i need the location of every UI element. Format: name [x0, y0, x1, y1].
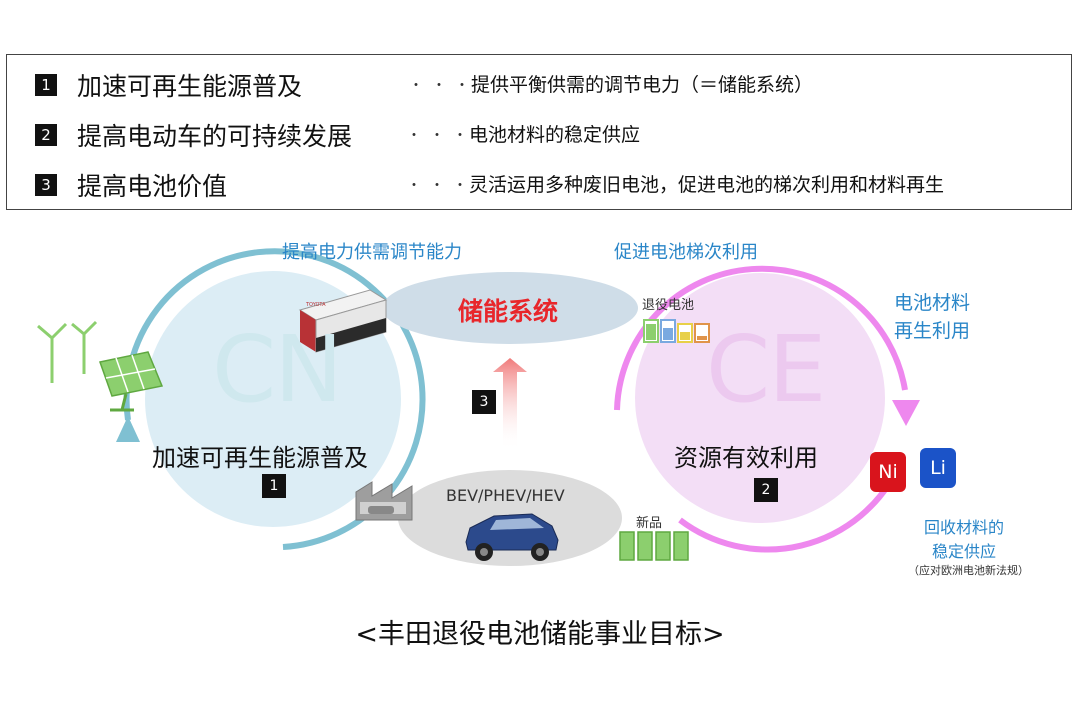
vehicles-label: BEV/PHEV/HEV	[446, 486, 565, 505]
goal-desc-3: 灵活运用多种废旧电池，促进电池的梯次利用和材料再生	[469, 174, 945, 196]
cn-number-1: 1	[262, 474, 286, 498]
nickel-element-icon: Ni	[870, 452, 906, 492]
cn-cycle-arrowhead	[116, 416, 140, 442]
energy-storage-unit-icon	[298, 289, 388, 353]
ce-cycle-ring-bottom	[678, 466, 901, 553]
ce-number-2: 2	[754, 478, 778, 502]
figure-caption: <丰田退役电池储能事业目标>	[355, 619, 725, 650]
goal-title-1: 加速可再生能源普及	[77, 72, 303, 101]
goal-title-3: 提高电池价值	[77, 172, 228, 201]
suv-car-icon	[465, 513, 559, 561]
toyota-brand-mark: TOYOTA	[306, 302, 326, 308]
goals-box: 1 加速可再生能源普及 ・・・ 提供平衡供需的调节电力（＝储能系统） 2 提高电…	[6, 54, 1072, 210]
goal-desc-2: 电池材料的稳定供应	[469, 124, 641, 146]
lithium-element-icon: Li	[920, 448, 956, 488]
solar-panel-icon	[99, 351, 164, 412]
goal-row-2: 2 提高电动车的可持续发展 ・・・ 电池材料的稳定供应	[7, 115, 1071, 155]
goal-number-2: 2	[35, 124, 57, 146]
wind-turbine-icon	[37, 320, 98, 383]
new-battery-label: 新品	[636, 516, 663, 531]
retired-battery-label: 退役电池	[642, 298, 695, 313]
recycled-material-label-1: 回收材料的	[924, 518, 1005, 537]
top-left-label: 提高电力供需调节能力	[282, 242, 462, 263]
material-recycle-label-2: 再生利用	[894, 320, 971, 342]
goal-title-2: 提高电动车的可持续发展	[77, 122, 353, 151]
goal-desc-1: 提供平衡供需的调节电力（＝储能系统）	[471, 74, 814, 96]
upgrade-arrow	[493, 358, 527, 450]
recycled-material-label-2: 稳定供应	[932, 542, 997, 561]
ce-label: CE	[706, 316, 826, 423]
cn-label: CN	[212, 316, 343, 423]
goal-row-1: 1 加速可再生能源普及 ・・・ 提供平衡供需的调节电力（＝储能系统）	[7, 65, 1071, 105]
ce-center-text: 资源有效利用	[674, 444, 818, 472]
material-recycle-label-1: 电池材料	[894, 292, 971, 314]
new-battery-icons	[619, 531, 689, 561]
ess-ellipse	[382, 272, 638, 344]
goal-dots-2: ・・・	[407, 128, 476, 144]
factory-icon	[355, 481, 413, 521]
top-right-label: 促进电池梯次利用	[614, 242, 758, 263]
goal-dots-3: ・・・	[407, 178, 476, 194]
arrow-number-3: 3	[472, 390, 496, 414]
goal-number-3: 3	[35, 174, 57, 196]
diagram-graphics	[37, 248, 920, 566]
goal-dots-1: ・・・	[409, 78, 478, 94]
eu-regulation-note: （应对欧洲电池新法规）	[908, 564, 1029, 577]
cn-center-text: 加速可再生能源普及	[152, 444, 368, 472]
retired-battery-icons	[643, 319, 710, 343]
ce-cycle-arrowhead	[892, 400, 920, 426]
cn-ce-diagram: 提高电力供需调节能力 促进电池梯次利用 TOYOTA 储能系统 退役电池 电池材…	[0, 220, 1080, 600]
goal-row-3: 3 提高电池价值 ・・・ 灵活运用多种废旧电池，促进电池的梯次利用和材料再生	[7, 165, 1071, 205]
ess-label: 储能系统	[458, 297, 559, 326]
ce-cycle-ring-top	[614, 265, 908, 411]
goal-number-1: 1	[35, 74, 57, 96]
